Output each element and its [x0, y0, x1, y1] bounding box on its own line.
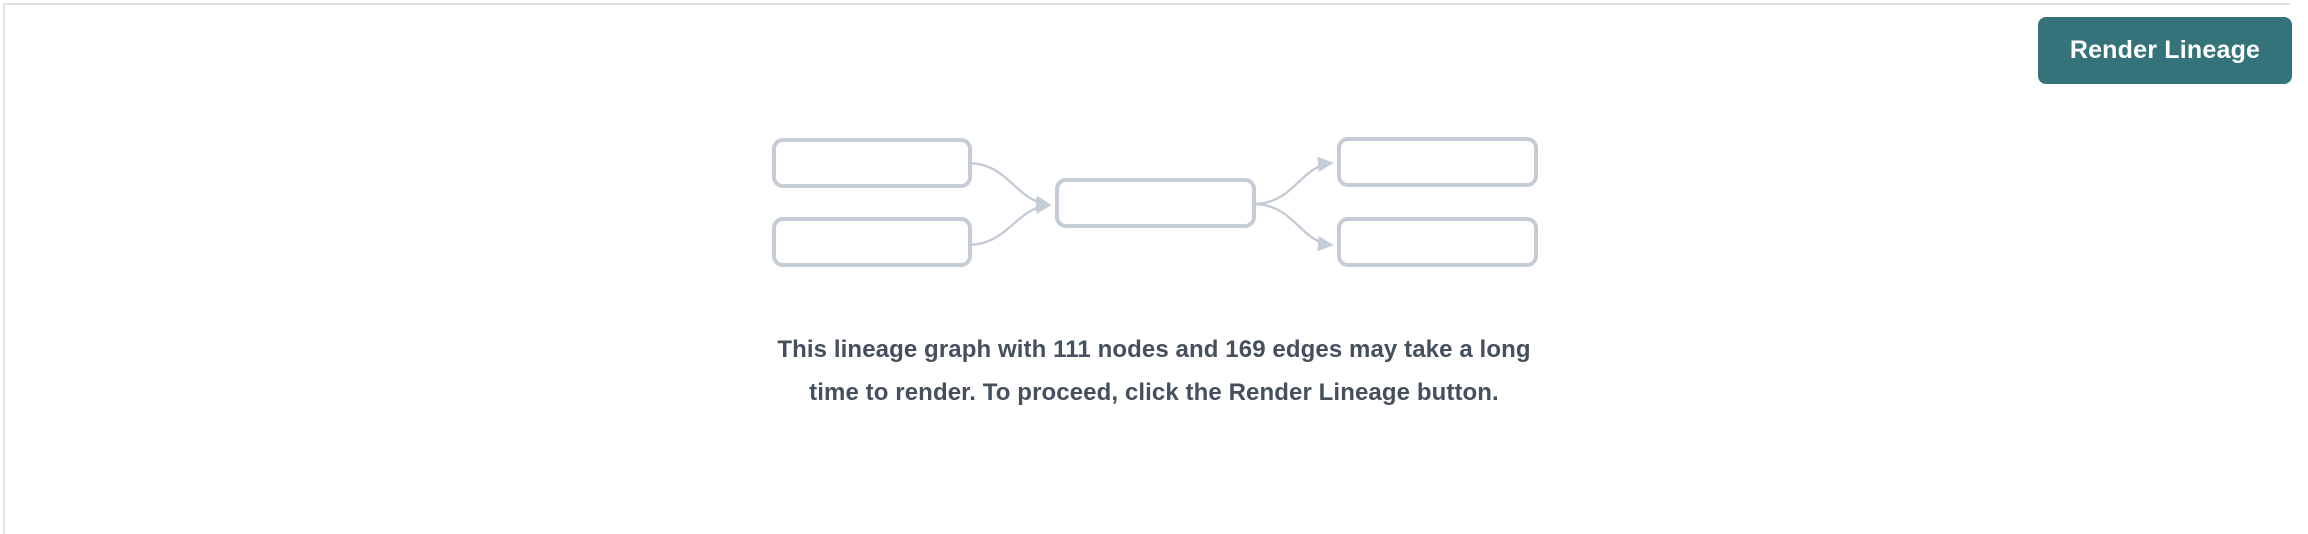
- lineage-node-downstream-1: [1337, 137, 1538, 187]
- lineage-edge-upstream-2: [969, 198, 1052, 247]
- lineage-node-downstream-2: [1337, 217, 1538, 267]
- lineage-edge-upstream-1: [969, 161, 1052, 212]
- lineage-edge-downstream-2: [1255, 202, 1334, 252]
- lineage-warning-message: This lineage graph with 111 nodes and 16…: [777, 336, 1531, 406]
- lineage-node-upstream-2: [772, 217, 972, 267]
- lineage-placeholder-svg: [772, 137, 1538, 267]
- panel-top-divider: [3, 3, 2290, 5]
- lineage-node-upstream-1: [772, 138, 972, 188]
- render-lineage-button[interactable]: Render Lineage: [2038, 17, 2292, 84]
- panel-left-divider: [3, 3, 5, 534]
- lineage-node-focus: [1055, 178, 1256, 228]
- lineage-edge-downstream-1: [1255, 156, 1334, 206]
